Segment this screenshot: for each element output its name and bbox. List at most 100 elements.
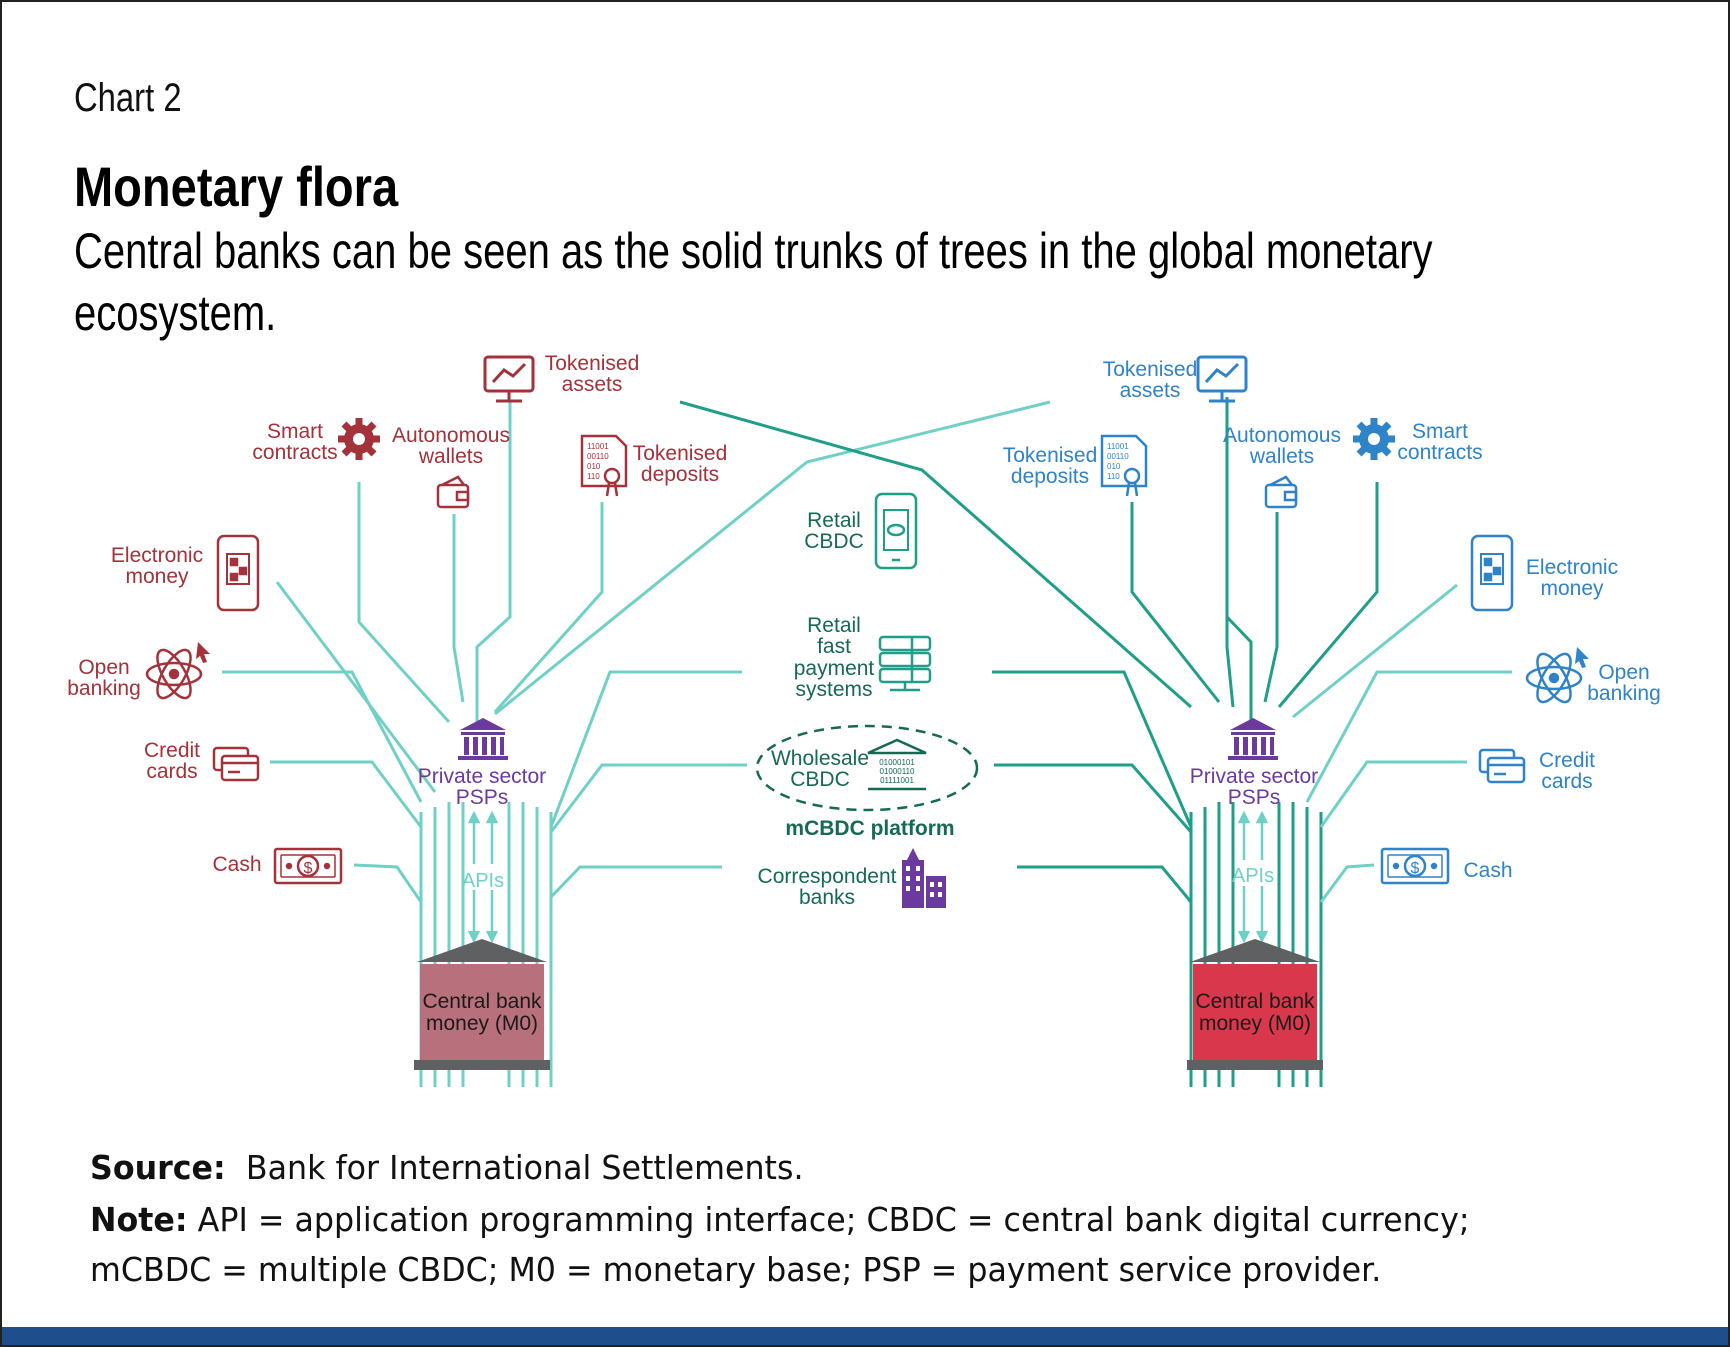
apis-label: APIs [1232, 865, 1274, 887]
label-line: wallets [418, 445, 483, 468]
right-cash: $ Cash [1380, 847, 1513, 885]
right-tree-outer-branches [1292, 583, 1512, 903]
right-autonomous-wallets: Autonomous wallets [1223, 424, 1341, 509]
central-bank-label: money (M0) [1199, 1012, 1311, 1035]
qr-phone-icon [1470, 534, 1514, 612]
label-line: assets [562, 373, 623, 396]
right-open-banking: Open banking [1525, 647, 1661, 705]
right-tree-labels: Tokenised assets Tokenised deposits [1003, 355, 1661, 885]
label-line: Cash [1463, 859, 1512, 882]
svg-text:110: 110 [587, 472, 600, 481]
mcbdc-dashed-ellipse [755, 724, 979, 812]
label-line: money [1540, 577, 1604, 600]
qr-phone-icon [216, 534, 260, 612]
gear-icon [1353, 418, 1395, 460]
label-line: Autonomous [1223, 424, 1341, 447]
svg-text:11001: 11001 [1107, 442, 1129, 451]
psp-label: PSPs [1228, 786, 1281, 809]
left-electronic-money: Electronic money [111, 534, 260, 612]
label-line: systems [795, 678, 872, 701]
binary-row: 01000101 [879, 758, 915, 767]
retail-cbdc: Retail CBDC [804, 492, 918, 570]
svg-text:010: 010 [587, 462, 601, 471]
left-smart-contracts: Smart contracts [252, 418, 380, 464]
svg-text:$: $ [1411, 860, 1420, 877]
note-text-line1: API = application programming interface;… [197, 1200, 1470, 1239]
binary-row: 01111001 [880, 776, 914, 785]
label-line: Open [78, 656, 129, 679]
banknote-icon [1380, 847, 1450, 885]
label-line: contracts [1397, 441, 1482, 464]
label-line: Smart [267, 420, 323, 443]
right-tokenised-assets: Tokenised assets [1103, 355, 1248, 403]
credit-card-icon [212, 746, 260, 782]
label-line: deposits [641, 463, 719, 486]
central-bank-label: money (M0) [426, 1012, 538, 1035]
label-line: Electronic [111, 544, 203, 567]
left-open-banking: Open banking [67, 642, 210, 700]
label-line: Credit [144, 739, 200, 762]
psp-label: Private sector [1190, 765, 1318, 788]
central-bank-label: Central bank [422, 990, 542, 1013]
left-psp-block: Private sector PSPs APIs Central bank mo… [414, 718, 550, 1070]
left-autonomous-wallets: Autonomous wallets [392, 424, 510, 509]
page-title: Monetary flora [74, 155, 399, 218]
chart-monitor-icon [1196, 355, 1248, 403]
label-line: Wholesale [771, 747, 869, 770]
right-tree-branches [992, 397, 1379, 1087]
label-line: Autonomous [392, 424, 510, 447]
wallet-icon [436, 475, 470, 509]
label-line: banks [799, 886, 855, 909]
label-line: Credit [1539, 749, 1595, 772]
chart-number-label: Chart 2 [74, 76, 182, 120]
atom-icon [145, 648, 203, 700]
svg-text:110: 110 [1107, 472, 1120, 481]
right-credit-cards: Credit cards [1478, 748, 1595, 793]
label-line: Correspondent [758, 865, 897, 888]
retail-fast-payment-systems: Retail fast payment systems [794, 614, 932, 701]
psp-label: Private sector [418, 765, 546, 788]
page-subtitle: Central banks can be seen as the solid t… [74, 223, 1433, 341]
label-line: money [125, 565, 189, 588]
center-elements: Retail CBDC Retail fast payment systems [755, 492, 979, 909]
source-label: Source: [90, 1148, 226, 1187]
label-line: Tokenised [1003, 444, 1098, 467]
svg-text:010: 010 [1107, 462, 1121, 471]
label-line: Electronic [1526, 556, 1618, 579]
mcbdc-platform: Wholesale CBDC 01000101 01000110 0111100… [755, 724, 979, 840]
certificate-icon [1100, 434, 1148, 497]
cross-connections [494, 400, 1192, 716]
server-stack-icon [878, 635, 932, 692]
city-buildings-icon [902, 848, 946, 908]
mcbdc-platform-label: mCBDC platform [785, 817, 954, 840]
bank-building-icon [1228, 718, 1278, 760]
left-tree-labels: Tokenised assets Smart contracts [67, 352, 727, 885]
central-bank-building: Central bank money (M0) [1187, 939, 1323, 1070]
gear-icon [338, 418, 380, 460]
label-line: Tokenised [1103, 358, 1198, 381]
central-bank-label: Central bank [1195, 990, 1315, 1013]
label-line: banking [1587, 682, 1661, 705]
label-line: cards [146, 760, 197, 783]
label-line: Smart [1412, 420, 1468, 443]
cursor-icon [1575, 647, 1589, 668]
chart-monitor-icon [483, 355, 535, 403]
svg-text:11001: 11001 [587, 442, 609, 451]
central-bank-building: Central bank money (M0) [414, 939, 550, 1070]
right-electronic-money: Electronic money [1470, 534, 1618, 612]
label-line: Open [1598, 661, 1649, 684]
label-line: payment [794, 657, 875, 680]
label-line: banking [67, 677, 141, 700]
label-line: deposits [1011, 465, 1089, 488]
bank-building-icon [458, 718, 508, 760]
label-line: Retail [807, 509, 861, 532]
svg-text:00110: 00110 [1107, 452, 1129, 461]
label-line: contracts [252, 441, 337, 464]
bank-data-icon: 01000101 01000110 01111001 [867, 738, 927, 791]
label-line: Cash [212, 853, 261, 876]
left-tokenised-deposits: 11001 00110 010 110 Tokenised deposits [580, 434, 727, 497]
binary-row: 01000110 [880, 767, 916, 776]
label-line: assets [1120, 379, 1181, 402]
